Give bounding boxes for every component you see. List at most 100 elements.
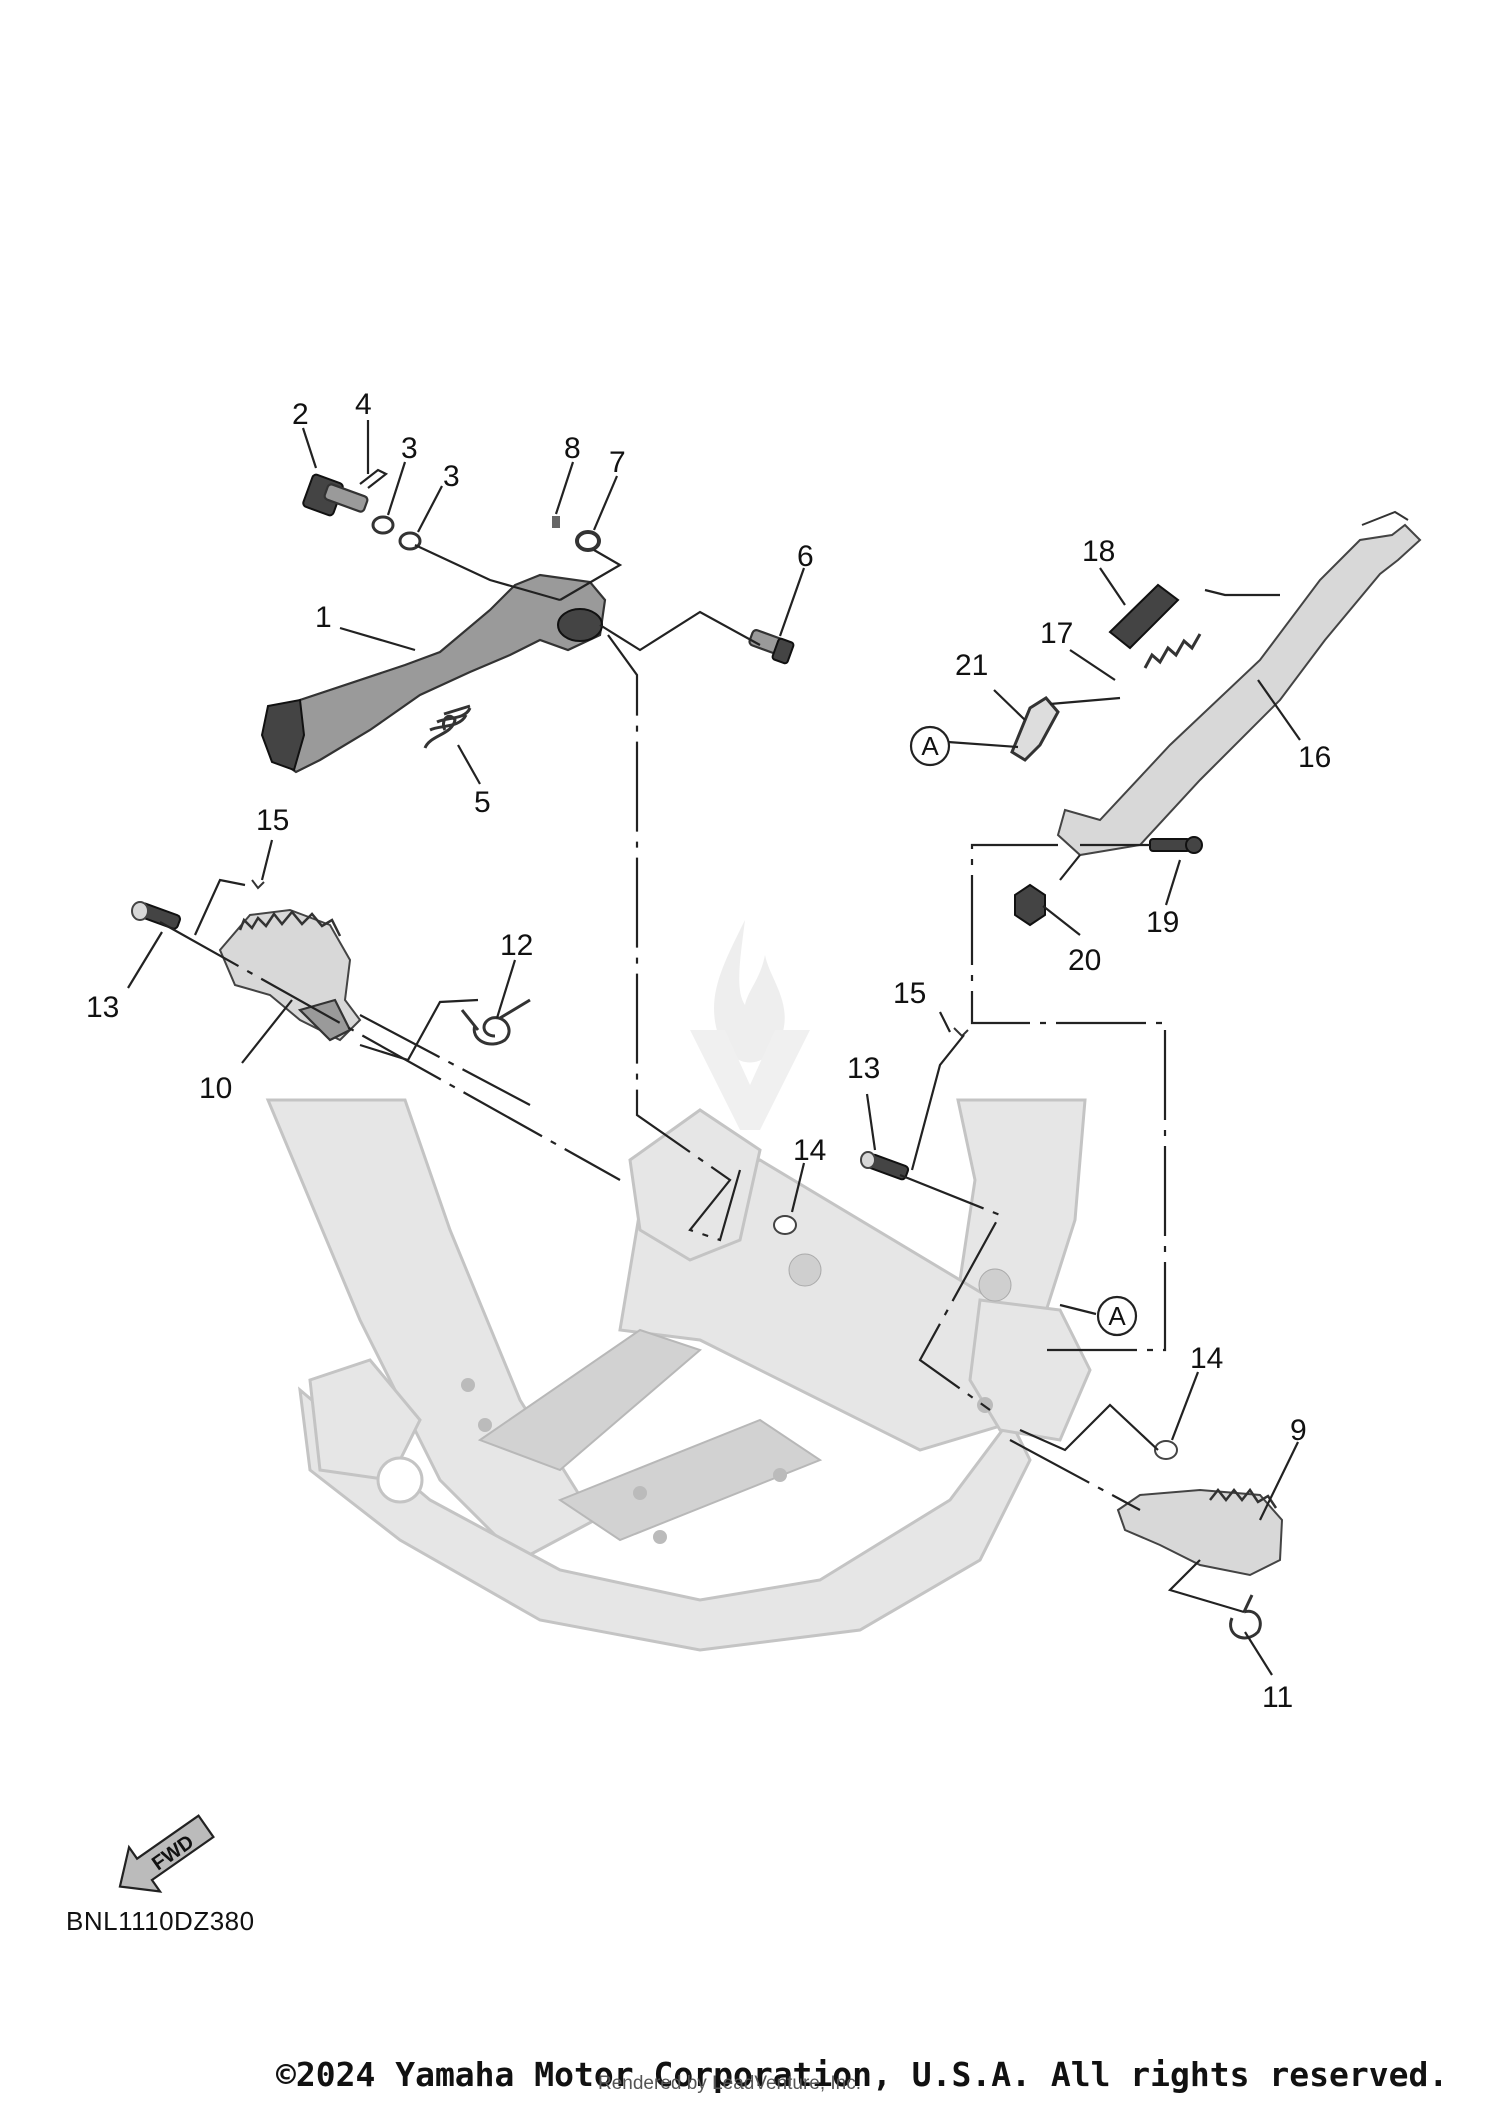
frame-lower-cradle (298, 1386, 1032, 1652)
frame-bolt-hole (978, 1268, 1012, 1302)
brake-pedal-boss (557, 608, 603, 642)
assembly-line-left-footrest (159, 921, 621, 1181)
frame-bolt-hole (633, 1486, 647, 1500)
footrest-teeth (238, 910, 342, 937)
leader-9 (1259, 1441, 1299, 1521)
leader-5 (457, 744, 481, 785)
leader-21 (993, 689, 1026, 721)
callout-12: 12 (500, 929, 533, 962)
brake-pedal (270, 573, 607, 774)
leader-2 (301, 427, 318, 469)
washer (1154, 1440, 1178, 1460)
brake-pedal-tip (260, 698, 306, 772)
callout-21: 21 (955, 649, 988, 682)
leader-1 (339, 626, 416, 652)
callout-15: 15 (893, 977, 926, 1010)
footrest-mount (297, 998, 352, 1042)
o-ring (575, 530, 601, 552)
spring-hanger (1010, 696, 1060, 762)
footrest-spring (460, 998, 531, 1046)
leader-18 (1099, 567, 1126, 606)
callout-3: 3 (443, 460, 460, 493)
assembly-line-left-spring (359, 1014, 531, 1106)
callout-13: 13 (86, 991, 119, 1024)
leader-6 (778, 567, 806, 637)
leader-lines (127, 420, 1301, 1676)
cotter-pin (251, 879, 265, 890)
callout-4: 4 (355, 388, 372, 421)
leader-sidestand-nut (1059, 854, 1081, 881)
leader-15b-link (910, 1034, 965, 1171)
rendered-by-notice: Rendered by LeadVenture, Inc. (598, 2073, 862, 2094)
frame (265, 1098, 1092, 1652)
diagram-code: BNL1110DZ380 (66, 1906, 255, 1936)
sidestand-spring (1143, 633, 1202, 669)
frame-bolt-hole (653, 1530, 667, 1544)
leader-13b (865, 1093, 877, 1151)
frame-rail (477, 1328, 702, 1472)
assembly-lines (159, 634, 1167, 1511)
sidestand (1056, 523, 1422, 857)
callout-16: 16 (1298, 741, 1331, 774)
brake-pedal-group (260, 468, 795, 774)
callout-7: 7 (609, 446, 626, 479)
leader-3b (417, 485, 443, 533)
reference-mark-a: A (909, 725, 951, 767)
brake-pedal-shaft (302, 473, 369, 517)
leader-10 (241, 999, 293, 1064)
leader-sidestand-spring (1204, 588, 1280, 597)
callout-2: 2 (292, 398, 309, 431)
right-footrest-group (773, 1027, 1284, 1640)
callout-13: 13 (847, 1052, 880, 1085)
footrest-pin-head (131, 901, 149, 921)
copyright-notice: ©2024 Yamaha Motor Corporation, U.S.A. A… (276, 2055, 1449, 2094)
sidestand-rubber (1108, 583, 1180, 650)
footrest-teeth (1209, 1487, 1278, 1509)
frame-left-casting (308, 1358, 422, 1482)
leader-15b (939, 1011, 951, 1033)
callout-20: 20 (1068, 944, 1101, 977)
leader-a1 (947, 740, 1019, 749)
callout-15: 15 (256, 804, 289, 837)
callout-8: 8 (564, 432, 581, 465)
frame-bolt-hole (788, 1253, 822, 1287)
flame-logo-icon (714, 920, 785, 1063)
right-footrest (1116, 1488, 1284, 1577)
callout-11: 11 (1262, 1681, 1293, 1714)
leader-3a (386, 461, 407, 516)
leader-pedal-bracket (414, 544, 561, 602)
assembly-line-pedal (607, 634, 742, 1242)
callout-14: 14 (1190, 1342, 1223, 1375)
reference-mark-a: A (1096, 1295, 1138, 1337)
pin (552, 516, 560, 528)
reference-mark-a-label: A (921, 731, 939, 761)
leader-12 (495, 959, 517, 1019)
leader-a2 (1059, 1303, 1097, 1316)
callout-18: 18 (1082, 535, 1115, 568)
callout-9: 9 (1290, 1414, 1307, 1447)
reference-marks: A A (909, 725, 1138, 1337)
return-spring (423, 704, 472, 749)
frame-right-casting (968, 1298, 1092, 1442)
leader-footrest-spring-left (359, 998, 479, 1062)
frame-bracket (628, 1108, 762, 1262)
assembly-line-right-footrest (1009, 1439, 1141, 1511)
leader-14a (790, 1162, 806, 1213)
leader-17 (1069, 649, 1116, 681)
footrest-pin-head (860, 1151, 876, 1169)
sidestand-bolt (1149, 838, 1191, 852)
leader-8 (554, 461, 575, 515)
assembly-line-sidestand (970, 843, 1167, 1352)
frame-rail (557, 1418, 823, 1542)
sidestand-group (1010, 510, 1422, 927)
watermark (690, 920, 810, 1130)
callouts: 1 2 3 3 4 5 6 7 8 9 10 11 12 13 13 14 14… (86, 388, 1331, 1714)
callout-19: 19 (1146, 906, 1179, 939)
leader-15a (260, 839, 274, 881)
cotter-pin (953, 1027, 969, 1038)
frame-left-tube (265, 1098, 598, 1562)
sidestand-bolt-head (1185, 836, 1203, 854)
sidestand-tip (1361, 510, 1409, 526)
washer (371, 515, 395, 535)
